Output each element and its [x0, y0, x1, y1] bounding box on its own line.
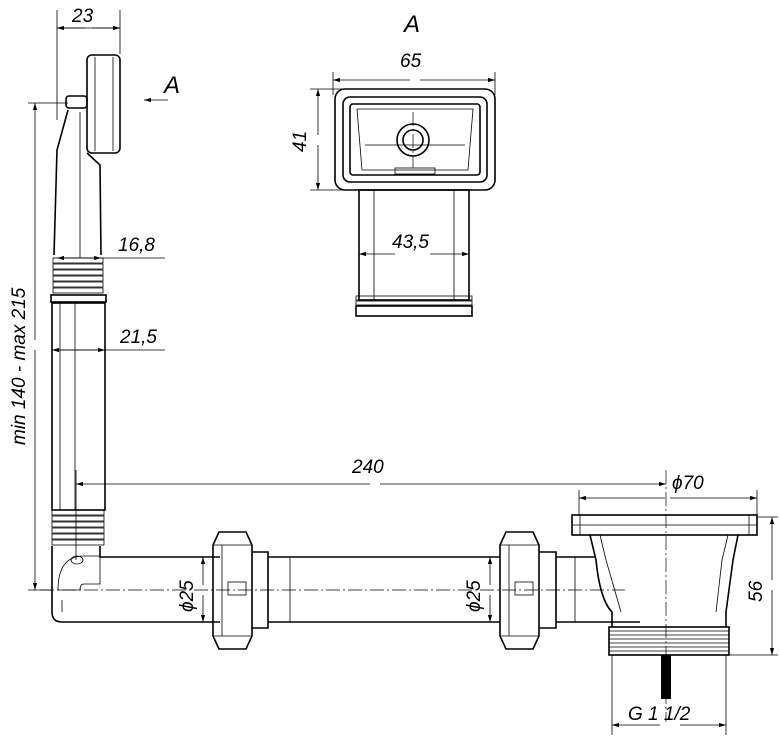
right-nut: [499, 531, 557, 650]
drain-body: [571, 470, 758, 722]
dim-23-label: 23: [71, 6, 94, 27]
view-arrow-label: A: [162, 72, 180, 99]
view-title: A: [402, 11, 420, 38]
overflow-head: [86, 54, 121, 154]
dim-21-5: 21,5: [52, 327, 165, 353]
dim-41-label: 41: [290, 131, 311, 152]
dim-phi25-left: ϕ25: [177, 557, 206, 622]
dim-43-5: 43,5: [359, 232, 469, 257]
horizontal-pipe: [40, 531, 640, 650]
dim-21-5-label: 21,5: [119, 327, 157, 348]
corrugation-lower: [51, 509, 105, 546]
dim-240: 240: [75, 457, 666, 560]
dim-56: 56: [729, 516, 778, 656]
view-a-thread: [355, 295, 473, 317]
overflow-stub: [65, 95, 88, 109]
dim-thread: G 1 1/2: [611, 655, 727, 735]
dim-43-5-label: 43,5: [392, 232, 429, 253]
dim-41: 41: [290, 88, 345, 191]
dim-phi70: ϕ70: [578, 473, 758, 515]
dim-240-label: 240: [351, 457, 384, 478]
dim-phi25-right: ϕ25: [464, 557, 493, 622]
dim-16-8-label: 16,8: [118, 235, 155, 256]
corrugation-upper: [50, 257, 107, 303]
dim-height-range-label: min 140 - max 215: [9, 287, 30, 445]
drain-thread: [608, 626, 730, 656]
view-a: [334, 88, 496, 317]
dim-56-label: 56: [746, 580, 767, 602]
dim-phi25-left-label: ϕ25: [177, 580, 198, 612]
dim-65: 65: [332, 51, 496, 95]
left-nut: [212, 531, 269, 650]
dim-phi70-label: ϕ70: [672, 473, 704, 494]
dim-23: 23: [56, 6, 121, 120]
dim-thread-label: G 1 1/2: [628, 704, 691, 725]
dim-phi25-right-label: ϕ25: [464, 580, 485, 612]
dim-height-range: min 140 - max 215: [9, 102, 68, 591]
dim-16-8: 16,8: [57, 235, 165, 261]
overflow-pipe: [50, 54, 220, 623]
dim-65-label: 65: [400, 51, 422, 72]
